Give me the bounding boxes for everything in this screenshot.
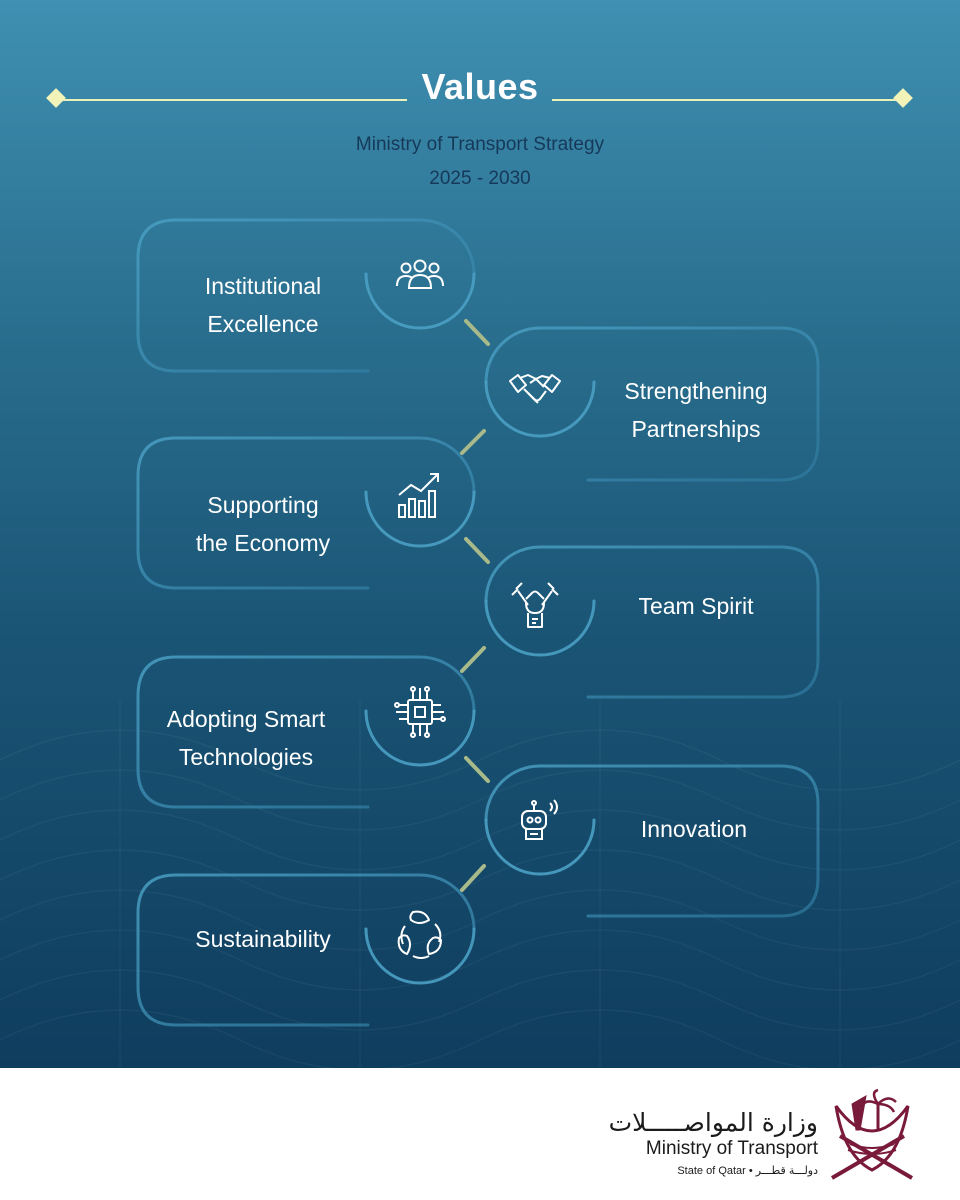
icon-arc-5 [364,709,476,767]
value-label-supporting-economy: Supporting the Economy [195,492,331,556]
card-outline-5 [136,655,476,809]
connector-6-7 [460,864,486,892]
card-outline-4 [484,545,820,699]
card-outline-7 [136,873,476,1027]
page-title: Values [421,66,539,107]
strategy-years: 2025 - 2030 [429,168,531,189]
value-label-smart-technologies: Adopting Smart Technologies [166,706,326,770]
logo-arabic-name: وزارة المواصـــــلات [608,1108,818,1137]
connector-2-3 [460,429,486,455]
connector-3-4 [464,537,490,564]
value-label-innovation: Innovation [640,816,748,842]
card-outline-2 [484,326,820,482]
handshake-icon [509,374,561,404]
people-group-icon [396,259,444,289]
growth-chart-icon [398,473,439,518]
card-outline-6 [484,764,820,918]
team-hands-icon [511,582,559,628]
connector-4-5 [460,646,486,673]
icon-arc-4 [484,599,596,657]
icon-arc-7 [364,927,476,985]
value-cards-frame [136,218,820,1027]
robot-icon [521,799,558,840]
background-pattern [0,0,960,1068]
logo-english-name: Ministry of Transport [645,1138,818,1159]
values-poster: Values Ministry of Transport Strategy 20… [0,0,960,1068]
logo-state-line: State of Qatar • دولـــة قطـــر [677,1165,818,1177]
connector-1-2 [464,319,490,346]
icon-arc-3 [364,490,476,548]
microchip-icon [394,686,446,738]
value-label-team-spirit: Team Spirit [638,593,754,619]
connector-5-6 [464,756,490,783]
icon-arc-1 [364,272,476,330]
value-label-strengthening-partnerships: Strengthening Partnerships [624,378,768,442]
footer-bar: وزارة المواصـــــلات Ministry of Transpo… [0,1068,960,1200]
value-label-institutional-excellence: Institutional Excellence [204,273,322,337]
card-outline-1 [136,218,476,373]
icon-arc-2 [484,380,596,438]
icon-arc-6 [484,818,596,876]
strategy-subtitle: Ministry of Transport Strategy [355,134,605,155]
title-rule-right [552,99,898,101]
title-rule-left [62,99,407,101]
recycle-leaves-icon [397,910,442,959]
qatar-emblem-icon [830,1088,914,1180]
card-outline-3 [136,436,476,590]
value-label-sustainability: Sustainability [195,926,331,952]
